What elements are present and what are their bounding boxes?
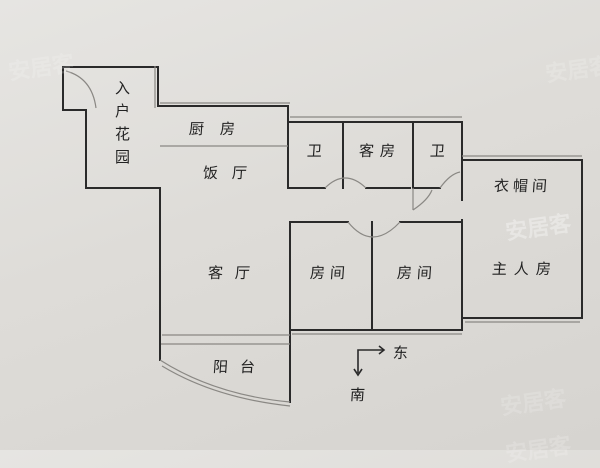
label-living-room: 客厅	[207, 264, 263, 282]
wall-bath-guest	[287, 121, 463, 161]
wall-entry-garden	[62, 66, 159, 107]
label-bedroom-1: 房间	[309, 264, 351, 282]
label-bedroom-2: 房间	[396, 264, 438, 282]
wall-kitchen	[157, 105, 289, 123]
compass-arrows	[353, 345, 386, 377]
compass-south-label: 南	[349, 386, 372, 404]
label-bathroom-2: 卫	[429, 142, 452, 160]
label-kitchen: 厨房	[188, 120, 252, 138]
label-guest-room: 客房	[358, 142, 402, 160]
floor-plan-drawing	[62, 66, 583, 407]
label-balcony: 阳台	[212, 358, 268, 376]
compass-east-label: 东	[392, 344, 415, 362]
label-bathroom-1: 卫	[306, 142, 329, 160]
label-dining-room: 饭厅	[202, 164, 262, 182]
wall-master-bedroom	[461, 159, 583, 319]
label-master-bedroom: 主人房	[491, 260, 559, 278]
label-entry-garden: 入户花园	[113, 80, 131, 172]
label-walk-in-closet: 衣帽间	[493, 177, 552, 195]
